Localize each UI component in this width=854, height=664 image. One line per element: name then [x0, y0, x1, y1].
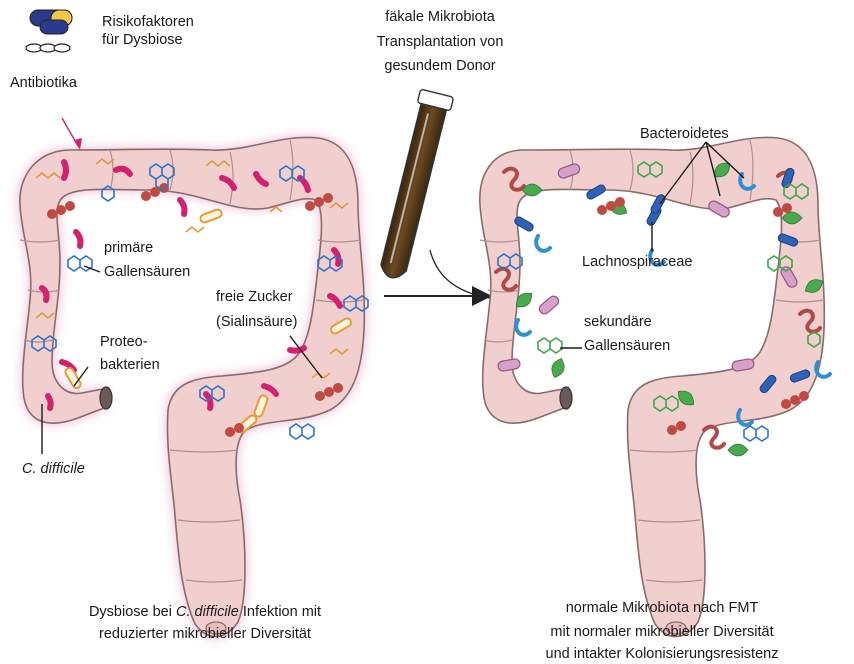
test-tube-icon	[375, 89, 454, 282]
proteobacteria-label-2: bakterien	[100, 357, 160, 373]
primary-bile-label-2: Gallensäuren	[104, 264, 190, 280]
healthy-caption-line2: mit normaler mikrobieller Diversität	[550, 624, 773, 640]
fmt-label-2: Transplantation von	[377, 34, 504, 50]
antibiotics-pointer-head	[74, 138, 82, 150]
tube-pointer	[430, 250, 490, 298]
risk-factors-line2: für Dysbiose	[102, 32, 183, 48]
lachnospiraceae-label: Lachnospiraceae	[582, 254, 692, 270]
free-sugar-label-1: freie Zucker	[216, 289, 293, 305]
dysbiosis-caption-line2: reduzierter mikrobieller Diversität	[99, 626, 311, 642]
dysbiosis-caption-line1: Dysbiose bei C. difficile Infektion mit	[89, 604, 321, 620]
healthy-caption-line3: und intakter Kolonisierungsresistenz	[546, 646, 779, 662]
c-difficile-label: C. difficile	[22, 461, 85, 477]
secondary-bile-label-2: Gallensäuren	[584, 338, 670, 354]
healthy-colon-opening	[560, 387, 572, 409]
tablet-icon	[26, 44, 70, 52]
free-sugar-label-2: (Sialinsäure)	[216, 314, 297, 330]
risk-factors-line1: Risikofaktoren	[102, 14, 194, 30]
proteobacteria-label-1: Proteo-	[100, 334, 148, 350]
bacteroidetes-label: Bacteroidetes	[640, 126, 729, 142]
fmt-label-1: fäkale Mikrobiota	[385, 9, 496, 25]
dysbiosis-caption-b: C. difficile	[176, 604, 239, 620]
dysbiosis-colon	[20, 137, 364, 636]
antibiotics-label: Antibiotika	[10, 75, 78, 91]
dysbiosis-colon-body	[20, 137, 364, 636]
dysbiosis-caption-c: Infektion mit	[239, 604, 321, 620]
capsule-pill-icon	[30, 10, 72, 34]
dysbiosis-caption-a: Dysbiose bei	[89, 604, 176, 620]
colon-opening	[100, 387, 112, 409]
secondary-bile-label-1: sekundäre	[584, 314, 652, 330]
healthy-caption-line1: normale Mikrobiota nach FMT	[566, 600, 759, 616]
fmt-label-3: gesundem Donor	[384, 58, 495, 74]
healthy-colon	[480, 137, 830, 636]
primary-bile-label-1: primäre	[104, 240, 153, 256]
